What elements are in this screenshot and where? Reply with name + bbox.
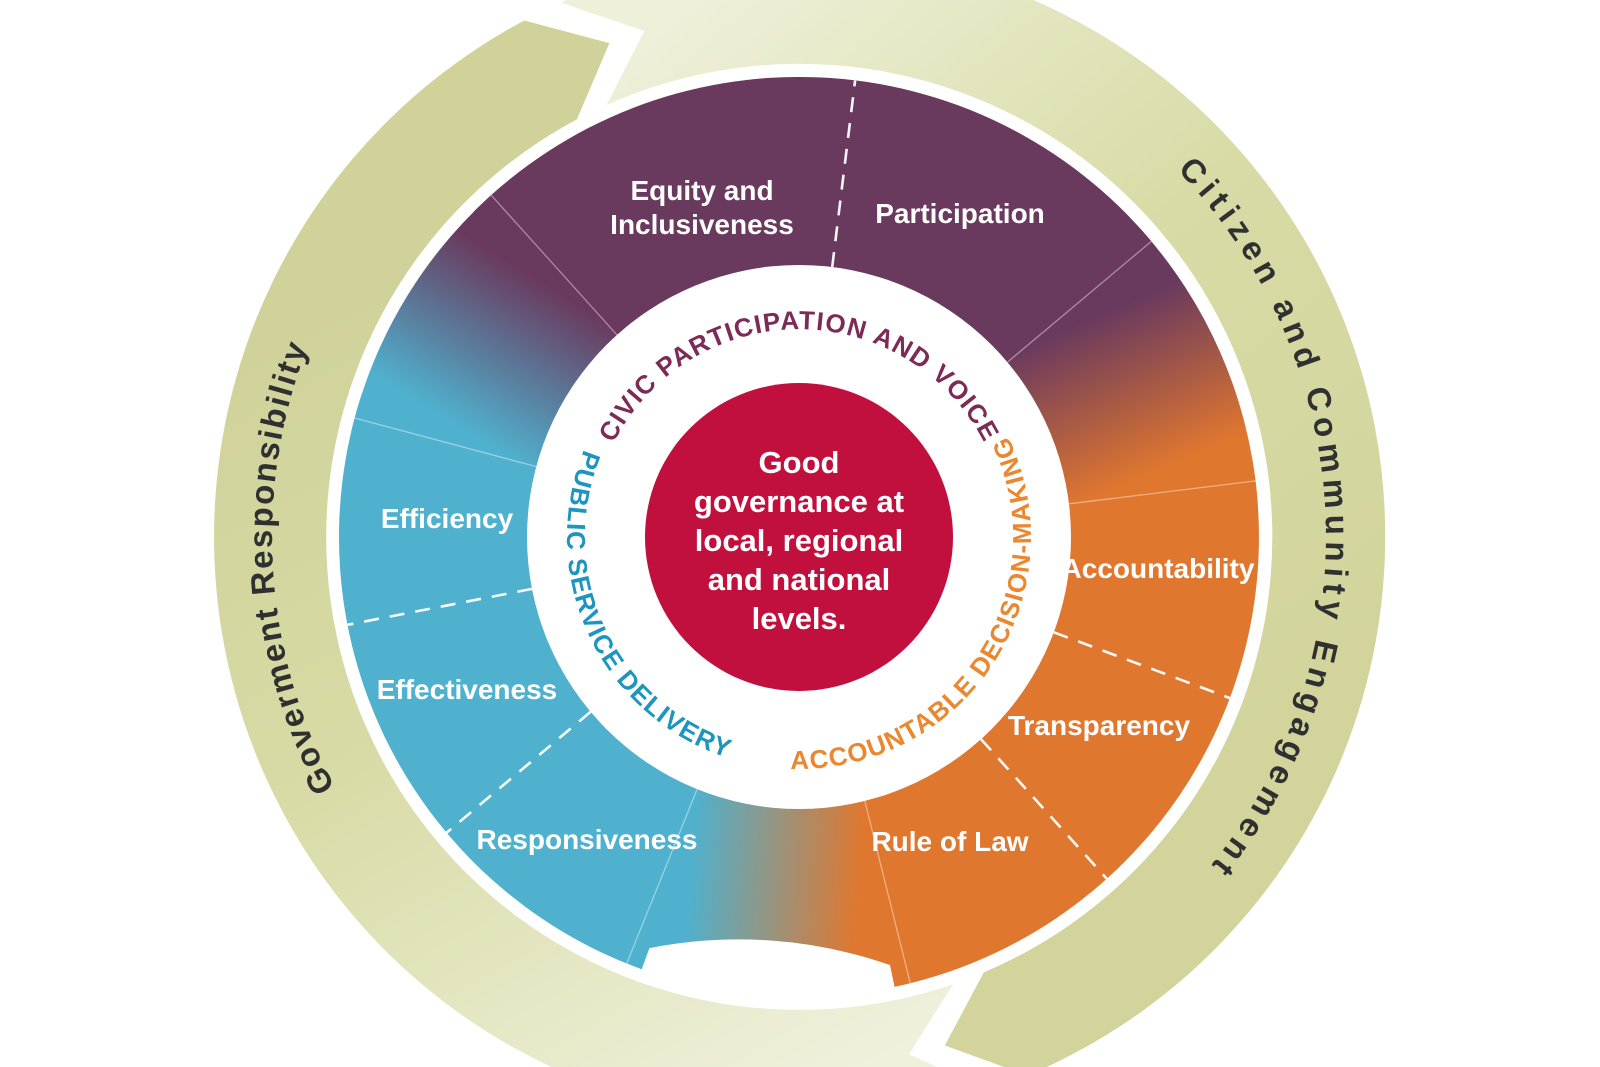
label-effectiveness: Effectiveness <box>377 674 558 705</box>
label-transparency: Transparency <box>1008 710 1191 741</box>
divider-dashed-equity-participation <box>830 80 857 268</box>
divider-dashed-transparency-ruleoflaw <box>980 738 1108 880</box>
label-efficiency: Efficiency <box>381 503 514 534</box>
center-text-line-5: levels. <box>752 601 847 636</box>
outer-ring-arc-government <box>214 20 953 1067</box>
label-participation: Participation <box>875 198 1045 229</box>
label-responsiveness: Responsiveness <box>477 824 698 855</box>
divider-dashed-accountability-transparency <box>1053 631 1231 700</box>
center-text-line-4: and national <box>708 562 891 597</box>
label-equity-line2: Inclusiveness <box>610 209 794 240</box>
divider-thin-gradient-responsiveness <box>626 788 698 964</box>
divider-thin-efficiency-gradient <box>354 417 537 468</box>
divider-dashed-responsiveness-effectiveness <box>445 710 592 834</box>
label-rule-of-law: Rule of Law <box>871 826 1028 857</box>
center-circle <box>645 383 953 691</box>
label-equity-line1: Equity and <box>630 175 773 206</box>
divider-thin-gradient-equity <box>490 194 618 336</box>
center-text-line-3: local, regional <box>695 523 903 558</box>
divider-thin-participation-gradient <box>1006 240 1152 363</box>
label-accountability: Accountability <box>1062 553 1255 584</box>
center-text-line-2: governance at <box>694 484 904 519</box>
divider-dashed-effectiveness-efficiency <box>347 587 533 627</box>
divider-thin-ruleoflaw-gradient <box>864 800 911 984</box>
center-goal: Good governance at local, regional and n… <box>645 383 953 691</box>
center-text-line-1: Good <box>759 445 840 480</box>
divider-thin-gradient-accountability <box>1068 480 1256 505</box>
